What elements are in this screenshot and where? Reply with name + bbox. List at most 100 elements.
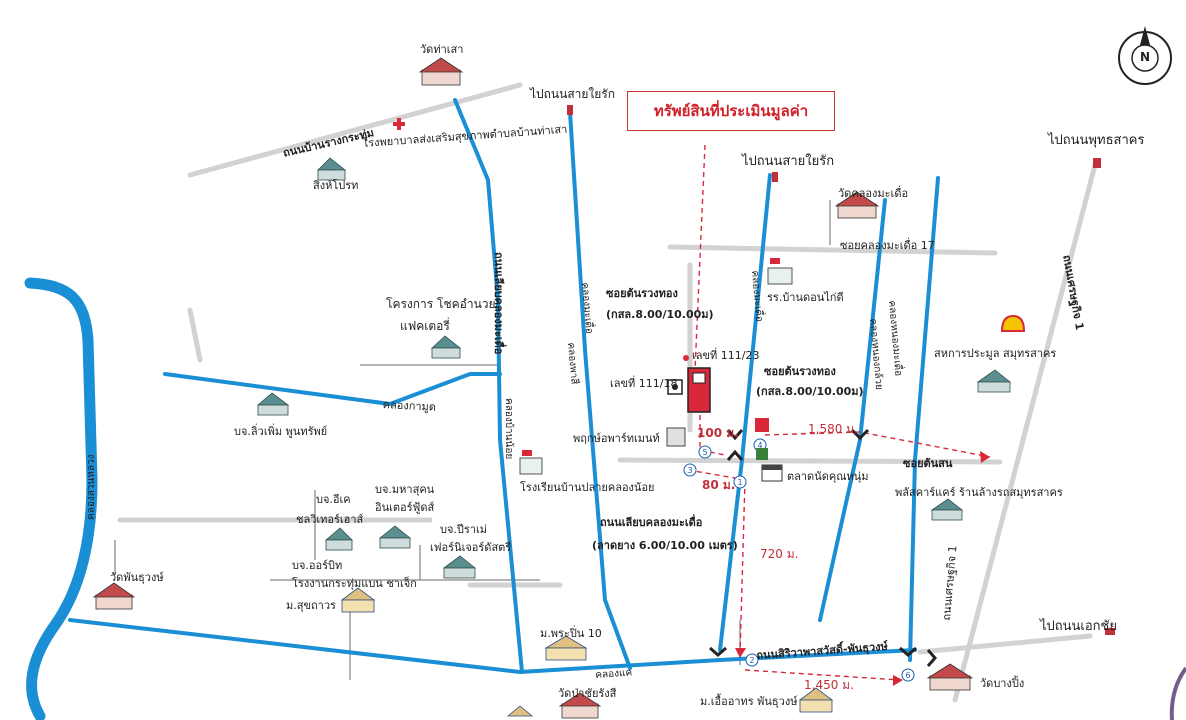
label-co-liw-phoem: บจ.ลิ่วเพิ่ม พูนทรัพย์ (234, 425, 328, 438)
shell-coop-building-icon (976, 369, 1012, 393)
label-khlong-suan-luang: คลองสวนหลวง (86, 454, 97, 520)
school-don-kai-di-icon (767, 258, 793, 285)
route-marker-6: 6 (905, 671, 910, 680)
shell-logo-icon (1000, 314, 1026, 332)
label-lek-thi-111-23: เลขที่ 111/23 (692, 349, 760, 362)
label-factory: แฟคเตอรี่ (400, 319, 450, 333)
label-plus-car-care: พลัสคาร์แคร์ ร้านล้างรถสมุทรสาคร (895, 486, 1063, 499)
m-phra-pin-housing-icon (544, 635, 588, 661)
route-80 (687, 469, 736, 479)
arrowhead-east (980, 451, 990, 463)
label-singh-pro: สิงห์โปรท (313, 179, 359, 192)
arrow-phutthasakhon (1093, 158, 1101, 168)
road-ekkachai (917, 633, 1093, 655)
road-soi-ton-son (617, 457, 1003, 465)
label-school-plai-khlong-noi: โรงเรียนบ้านปลายคลองน้อย (520, 481, 655, 494)
route-markers (683, 438, 915, 682)
road-network (117, 82, 1098, 703)
route-marker-4: 4 (757, 441, 762, 450)
subject-inner (692, 372, 706, 384)
label-wat-khlong-ma-duea: วัดคลองมะเดื่อ (838, 187, 909, 200)
fuel-icon (755, 418, 769, 460)
label-soi-khlong-ma-duea-17: ซอยคลองมะเดื่อ 17 (840, 239, 935, 252)
subject-property (667, 355, 711, 413)
label-m-suchawan: ม.สุขถาวร (286, 599, 336, 612)
intersection-marks (709, 428, 937, 667)
housing-icons (340, 587, 834, 717)
distance-720m: 720 ม. (760, 547, 799, 561)
label-to-sai-rak-2: ไปถนนสายใยรัก (742, 154, 835, 169)
junction-4 (709, 646, 727, 657)
route-1580 (764, 431, 991, 458)
label-co-orabit: บจ.ออร์บิท (292, 559, 343, 572)
label-thanon-liap-khlong-ma-duea-v: ถนนเลียบคลองมะเดื่อ (492, 252, 505, 355)
compass-north-letter: N (1140, 50, 1151, 64)
building-icons (256, 157, 1012, 579)
label-co-pramai: บจ.ปีราเม่ (440, 523, 488, 536)
label-khlong-kamut: คลองกามูด (382, 398, 437, 414)
distance-routes (687, 144, 991, 681)
arrowhead-1450 (893, 675, 903, 686)
arrow-sai-rak-1 (567, 105, 573, 115)
label-co-ek: บจ.อีเค (316, 493, 351, 506)
route-marker-3: 3 (687, 466, 692, 475)
label-school-don-kai-di: รร.บ้านดอนไก่ดี (767, 291, 844, 304)
pramai-building-icon (442, 555, 477, 579)
temple-phan-thuwong-icon (92, 582, 136, 610)
m-uea-athon-housing-icon (798, 687, 834, 713)
subject-lot-18-dot (672, 384, 678, 390)
label-soi-ton-rang-thong-1: ซอยต้นรวงทอง (606, 287, 678, 300)
road-ban-rang-krathum (187, 82, 523, 178)
label-project-chok-amnuay: โครงการ โชคอำนวย (386, 297, 496, 311)
road-soi-khlong-ma-duea-17 (667, 244, 998, 256)
maha-sukhon-building-icon (378, 525, 412, 549)
junction-3 (850, 428, 870, 441)
canal-khlong-nong-ma-duea (908, 176, 940, 662)
arrow-ekkachai (1105, 628, 1115, 635)
label-wat-pa-chai-rangsi: วัดป่าชัยรังสี (558, 687, 617, 700)
route-100 (699, 415, 726, 456)
route-720 (739, 479, 746, 656)
temple-pa-chai-icon (558, 692, 602, 719)
junction-2 (726, 449, 744, 461)
canal-west-vertical (568, 110, 632, 670)
m-bottom-housing-icon (506, 705, 534, 717)
factory-building-icon (430, 335, 462, 359)
hospital-cross-icon (393, 118, 405, 130)
label-to-phutthasakhon: ไปถนนพุทธสาคร (1048, 133, 1145, 148)
label-soi-ton-rang-thong-2: ซอยต้นรวงทอง (764, 365, 836, 378)
m-suchawan-housing-icon (340, 587, 376, 613)
canal-bang-noi (453, 98, 524, 674)
label-soi-ton-rang-thong-2-width: (กสล.8.00/10.00ม) (756, 385, 864, 398)
school-plai-khlong-icon (519, 450, 543, 475)
temple-tha-sao-icon (418, 57, 464, 86)
arrow-sai-rak-2 (772, 172, 778, 182)
distance-1450m: 1,450 ม. (804, 678, 854, 692)
label-wat-bang-ping: วัดบางปิ้ง (980, 677, 1025, 690)
canal-siwaphat (68, 618, 917, 675)
junction-6 (926, 649, 937, 667)
temple-icons (92, 57, 974, 719)
label-furniture: เฟอร์นิเจอร์ดัสตรี (430, 541, 512, 554)
label-thanon-liap-khlong-ma-duea-width: (ลาดยาง 6.00/10.00 เมตร) (592, 539, 738, 552)
distance-1580m: 1,580 ม. (808, 422, 858, 436)
road-sethakit-1 (952, 162, 1098, 703)
liw-phoem-building-icon (256, 392, 290, 416)
route-1450 (744, 669, 901, 681)
temple-bang-ping-icon (926, 663, 974, 691)
label-apartment: พฤกษ์อพาร์ทเมนท์ (573, 432, 660, 445)
route-marker-1: 1 (737, 478, 742, 487)
label-showhouse: ชลวิเทอร์เฮาส์ (296, 513, 364, 526)
label-wat-tha-sao: วัดท่าเสา (420, 43, 464, 56)
subject-title: ทรัพย์สินที่ประเมินมูลค่า (627, 91, 835, 131)
route-marker-2: 2 (749, 656, 754, 665)
junction-1 (726, 429, 744, 441)
label-soi-ton-rang-thong-1-width: (กสล.8.00/10.00ม) (606, 308, 714, 321)
label-lek-thi-111-18: เลขที่ 111/18 (610, 377, 678, 390)
north-compass-icon (1118, 26, 1172, 85)
route-subject-link (694, 144, 706, 371)
canal-khlong-kamut (163, 372, 502, 407)
canal-khlong-suan-luang (24, 277, 98, 720)
label-shell-coop: สหการประมูล สมุทรสาคร (934, 347, 1057, 360)
